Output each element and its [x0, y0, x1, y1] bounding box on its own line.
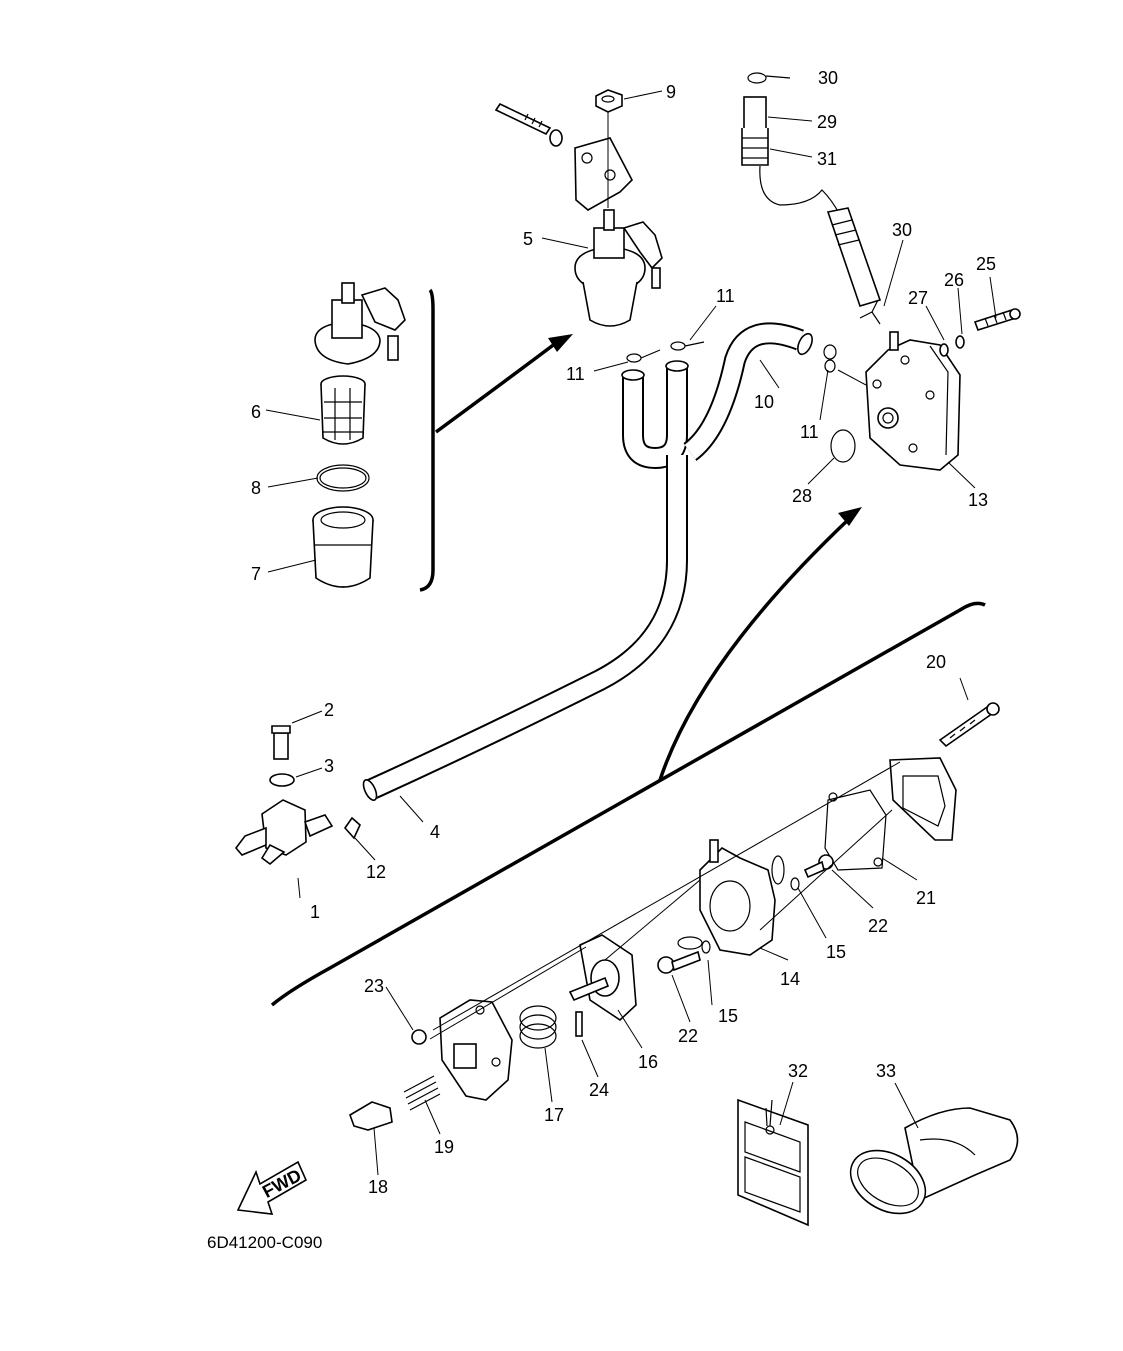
callout-9: 9	[666, 82, 676, 102]
callout-24: 24	[589, 1080, 609, 1100]
callout-17: 17	[544, 1105, 564, 1125]
callout-21: 21	[916, 888, 936, 908]
leader-lines	[265, 90, 997, 1176]
callout-15a: 15	[826, 942, 846, 962]
callout-7: 7	[251, 564, 261, 584]
callout-5: 5	[523, 229, 533, 249]
callout-12: 12	[366, 862, 386, 882]
callout-30a: 30	[818, 68, 838, 88]
callout-19: 19	[434, 1137, 454, 1157]
callout-11b: 11	[716, 286, 735, 306]
callout-16: 16	[638, 1052, 658, 1072]
callout-4: 4	[430, 822, 440, 842]
fuel-filter-assembly	[494, 89, 663, 327]
fuel-hoses	[362, 322, 813, 801]
fuel-pump-assembly	[830, 308, 1021, 471]
callout-30b: 30	[892, 220, 912, 240]
primer-hose	[741, 72, 882, 325]
callout-25: 25	[976, 254, 996, 274]
decal-32	[737, 1098, 809, 1227]
callout-2: 2	[324, 700, 334, 720]
callout-numbers: 1 2 3 4 5 6 7 8 9 10 11 11 11 12 13 14 1…	[251, 68, 996, 1197]
callout-11c: 11	[800, 422, 819, 442]
callout-23: 23	[364, 976, 384, 996]
callout-27: 27	[908, 288, 928, 308]
diagram-code: 6D41200-C090	[207, 1233, 322, 1252]
callout-32: 32	[788, 1061, 808, 1081]
callout-26: 26	[944, 270, 964, 290]
callout-18: 18	[368, 1177, 388, 1197]
callout-28: 28	[792, 486, 812, 506]
hose-clips	[626, 341, 837, 373]
callout-10: 10	[754, 392, 774, 412]
fuel-joint	[234, 725, 361, 866]
pump-exploded	[349, 702, 1000, 1131]
callout-29: 29	[817, 112, 837, 132]
callout-8: 8	[251, 478, 261, 498]
callout-22b: 22	[678, 1026, 698, 1046]
callout-22a: 22	[868, 916, 888, 936]
callout-14: 14	[780, 969, 800, 989]
divider-lines	[270, 288, 986, 1007]
fwd-arrow-icon: FWD	[236, 1160, 308, 1215]
callout-15b: 15	[718, 1006, 738, 1026]
callout-3: 3	[324, 756, 334, 776]
callout-11a: 11	[566, 364, 585, 384]
callout-1: 1	[310, 902, 320, 922]
callout-31: 31	[817, 149, 837, 169]
fuel-filter-exploded	[312, 282, 406, 588]
joint-33	[849, 1107, 1019, 1215]
callout-33: 33	[876, 1061, 896, 1081]
callout-20: 20	[926, 652, 946, 672]
callout-13: 13	[968, 490, 988, 510]
callout-6: 6	[251, 402, 261, 422]
